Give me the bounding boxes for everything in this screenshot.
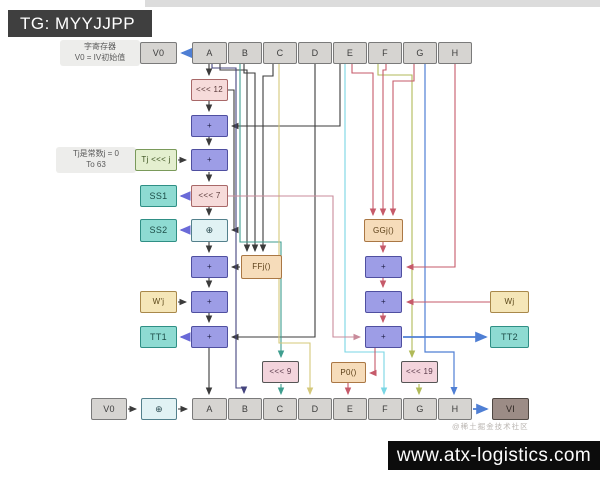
tt1-box: TT1 xyxy=(140,326,177,348)
op-tj-shift: Tj <<< j xyxy=(135,149,177,171)
register-top-a: A xyxy=(192,42,227,64)
op-xor-bottom: ⊕ xyxy=(141,398,177,420)
register-bottom-f: F xyxy=(368,398,402,420)
op-ffj: FFj() xyxy=(241,255,282,279)
op-rotl19: <<< 19 xyxy=(401,361,438,383)
register-top-h: H xyxy=(438,42,472,64)
register-bottom-e: E xyxy=(333,398,367,420)
register-bottom-g: G xyxy=(403,398,437,420)
register-top-g: G xyxy=(403,42,437,64)
register-bottom-h: H xyxy=(438,398,472,420)
op-add-4: + xyxy=(191,291,228,313)
op-add-6: + xyxy=(365,256,402,278)
register-top-f: F xyxy=(368,42,402,64)
vi-box: VI xyxy=(492,398,529,420)
op-p0: P0() xyxy=(331,362,366,383)
register-bottom-d: D xyxy=(298,398,332,420)
ss2-box: SS2 xyxy=(140,219,177,242)
op-add-5: + xyxy=(191,326,228,348)
top-border-strip xyxy=(145,0,600,7)
register-top-c: C xyxy=(263,42,297,64)
op-add-2: + xyxy=(191,149,228,171)
op-rotl7: <<< 7 xyxy=(191,185,228,207)
register-bottom-c: C xyxy=(263,398,297,420)
ss1-box: SS1 xyxy=(140,185,177,207)
register-bottom-a: A xyxy=(192,398,227,420)
op-add-7: + xyxy=(365,291,402,313)
register-bottom-b: B xyxy=(228,398,262,420)
v0-bottom-box: V0 xyxy=(91,398,127,420)
v0-top-box: V0 xyxy=(140,42,177,64)
tj-note: Tj是常数j = 0 To 63 xyxy=(56,147,136,173)
op-add-3: + xyxy=(191,256,228,278)
register-note-line1: 字寄存器 xyxy=(84,42,116,52)
title-badge: TG: MYYJJPP xyxy=(8,10,152,37)
op-ggj: GGj() xyxy=(364,219,403,242)
wj-box: Wj xyxy=(490,291,529,313)
op-rotl9: <<< 9 xyxy=(262,361,299,383)
community-watermark: @稀土掘金技术社区 xyxy=(452,422,529,431)
w-prime-j-box: W'j xyxy=(140,291,177,313)
register-top-b: B xyxy=(228,42,262,64)
footer-url-bar: www.atx-logistics.com xyxy=(388,441,600,470)
register-note: 字寄存器 V0 = IV初始值 xyxy=(60,40,140,66)
op-xor-1: ⊕ xyxy=(191,219,228,242)
op-add-8: + xyxy=(365,326,402,348)
op-rotl12: <<< 12 xyxy=(191,79,228,101)
tj-note-line1: Tj是常数j = 0 xyxy=(72,149,119,159)
tj-note-line2: To 63 xyxy=(86,160,106,169)
tt2-box: TT2 xyxy=(490,326,529,348)
op-add-1: + xyxy=(191,115,228,137)
register-note-line2: V0 = IV初始值 xyxy=(74,53,126,62)
register-top-e: E xyxy=(333,42,367,64)
register-top-d: D xyxy=(298,42,332,64)
